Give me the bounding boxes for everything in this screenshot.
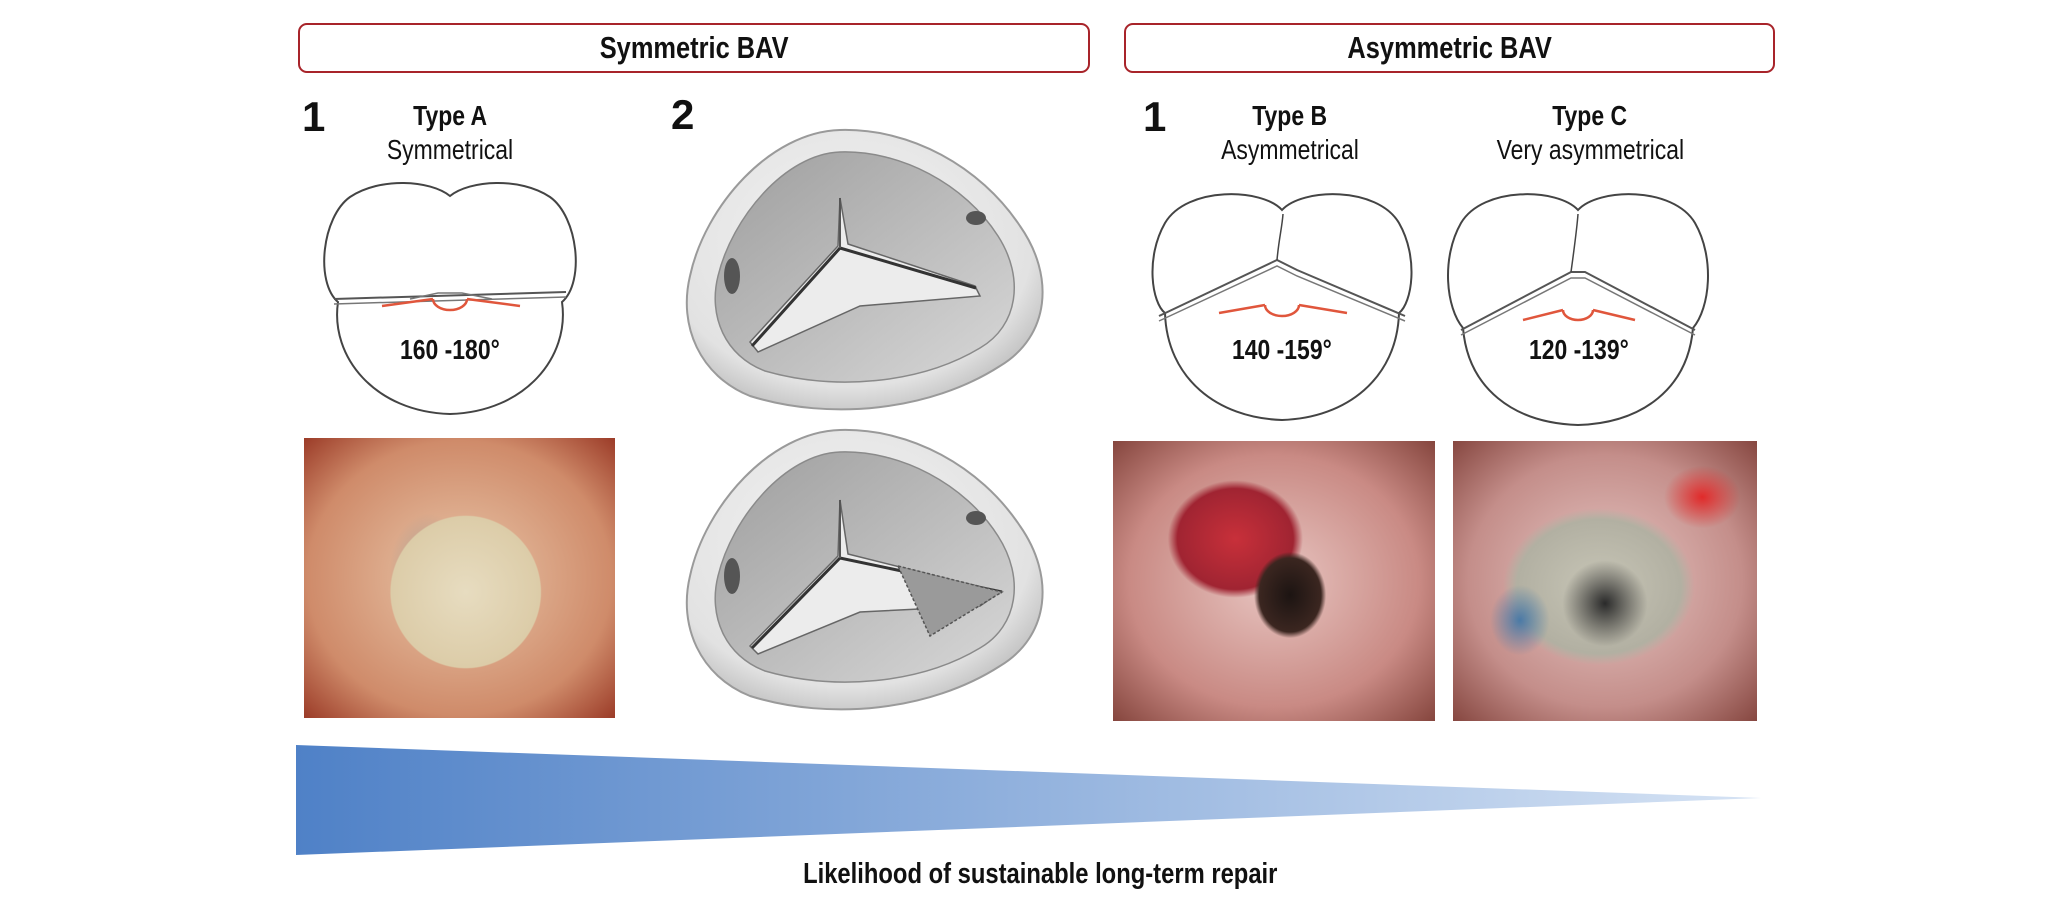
type-b-angle: 140 -159° — [1232, 334, 1332, 365]
type-b-subtitle: Asymmetrical — [1221, 134, 1359, 165]
panel-number-type-b: 1 — [1143, 93, 1167, 140]
type-b-valve-diagram — [1151, 193, 1413, 422]
header-symmetric-label: Symmetric BAV — [599, 30, 789, 65]
type-a-valve-outline — [323, 182, 577, 416]
type-c-angle: 120 -139° — [1529, 334, 1629, 365]
type-c-title: Type C — [1552, 100, 1628, 131]
repair-suture-region — [896, 564, 1004, 638]
surgical-photo-type-b — [1113, 441, 1435, 721]
type-b-title: Type B — [1252, 100, 1328, 131]
surgical-photo-type-c — [1453, 441, 1757, 721]
surgical-photo-type-a — [304, 438, 615, 718]
header-asymmetric-bav: Asymmetric BAV — [1124, 23, 1775, 73]
type-b-valve-outline — [1151, 193, 1413, 422]
wedge-caption: Likelihood of sustainable long-term repa… — [802, 858, 1278, 890]
type-c-valve-diagram — [1447, 193, 1709, 427]
header-asymmetric-label: Asymmetric BAV — [1347, 30, 1552, 65]
type-a-angle: 160 -180° — [400, 334, 500, 365]
valve-illustration-before-repair — [685, 128, 1044, 411]
type-b-commissure-line — [1158, 258, 1406, 317]
panel-number-type-a: 1 — [302, 93, 326, 140]
type-c-raphe-mark — [1522, 308, 1636, 322]
type-a-commissure-line — [333, 291, 567, 300]
type-a-valve-diagram — [323, 182, 577, 416]
repair-likelihood-wedge — [296, 745, 1761, 855]
type-c-valve-outline — [1447, 193, 1709, 427]
valve-illustration-after-repair — [685, 428, 1044, 711]
type-a-subtitle: Symmetrical — [386, 134, 514, 165]
type-b-raphe-mark — [1218, 303, 1348, 318]
type-a-raphe-mark — [381, 297, 521, 312]
type-c-subtitle: Very asymmetrical — [1496, 134, 1684, 165]
type-a-title: Type A — [412, 100, 487, 131]
panel-number-repair: 2 — [671, 91, 695, 138]
type-c-commissure-line — [1460, 271, 1696, 331]
header-symmetric-bav: Symmetric BAV — [298, 23, 1090, 73]
